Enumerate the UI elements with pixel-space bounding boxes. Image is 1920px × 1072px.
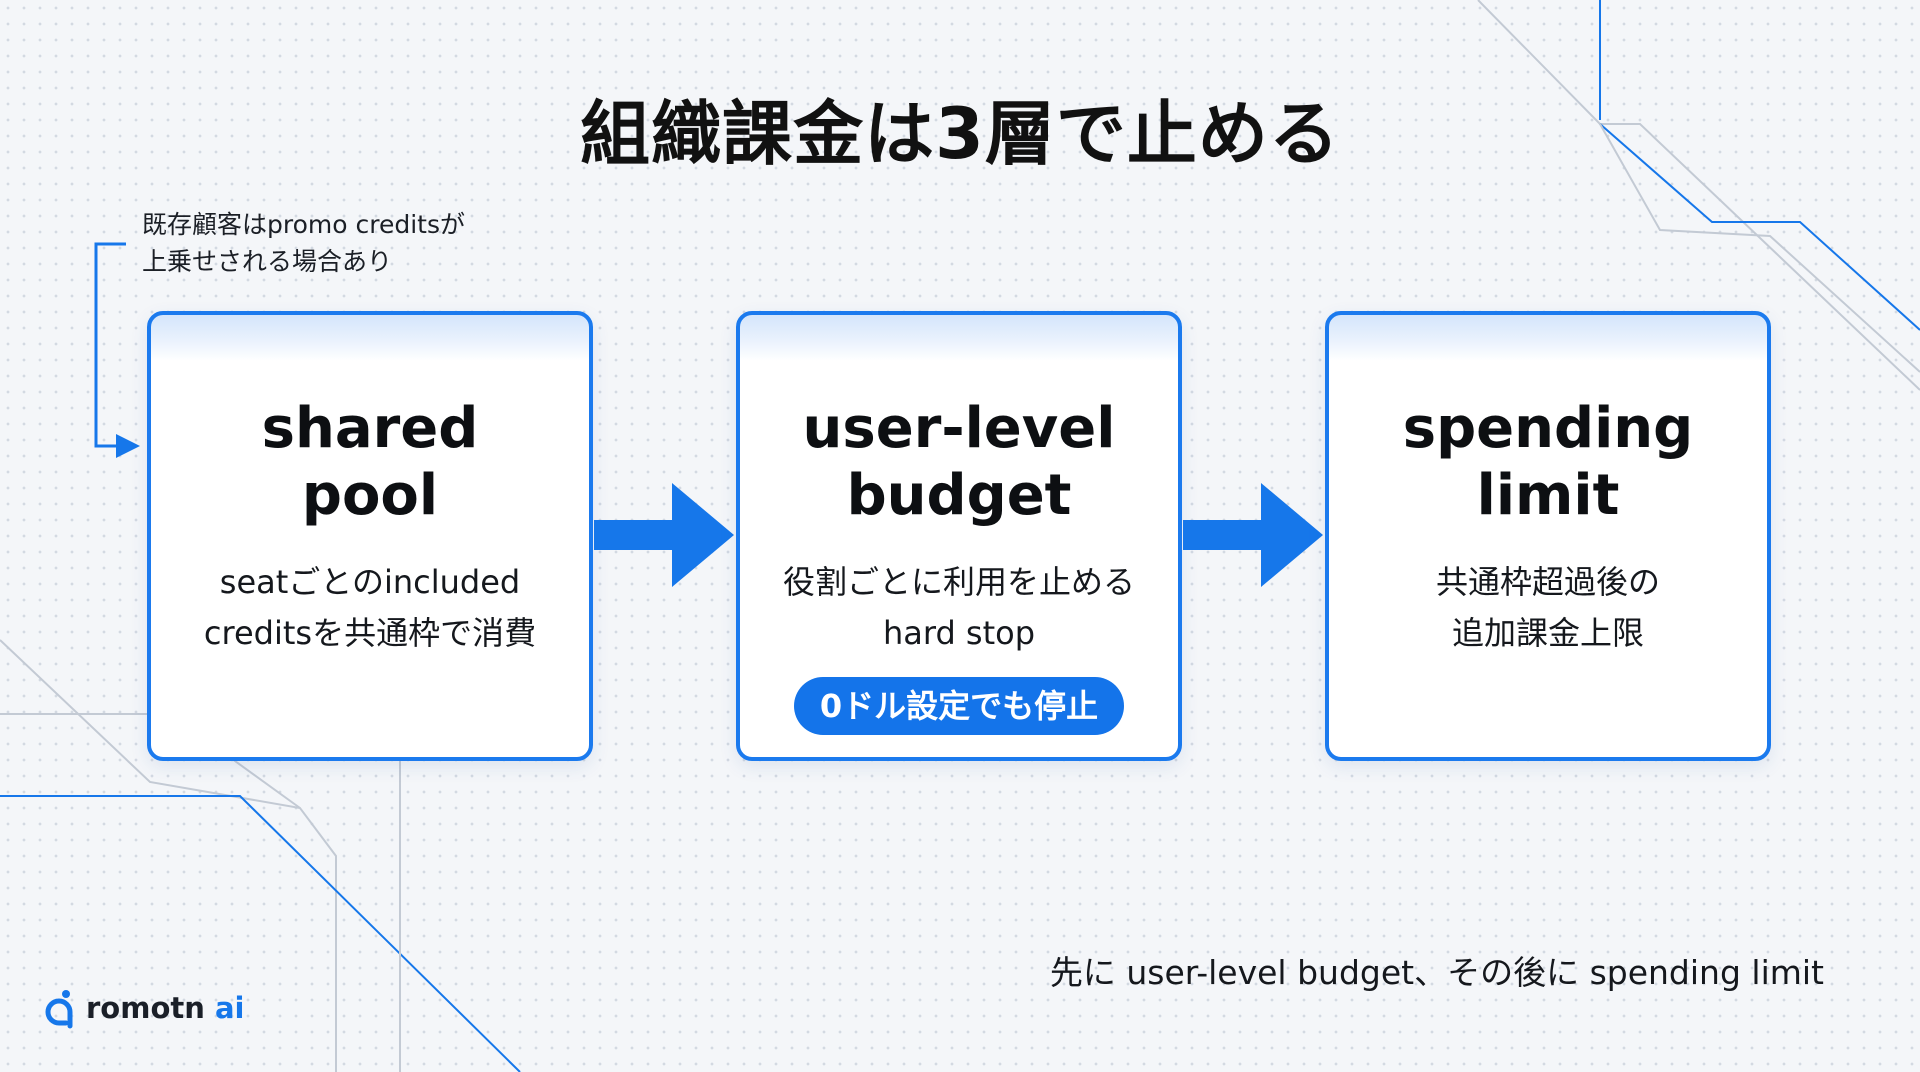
side-note: 既存顧客はpromo creditsが 上乗せされる場合あり <box>142 206 465 280</box>
brand-logo: romotn ai <box>42 986 245 1030</box>
side-note-line: 既存顧客はpromo creditsが <box>142 210 465 239</box>
card-title-line: shared <box>261 396 479 461</box>
card-description-line: creditsを共通枠で消費 <box>203 614 537 652</box>
card-description: seatごとのincluded creditsを共通枠で消費 <box>151 557 589 659</box>
card-title-line: user-level <box>802 396 1116 461</box>
note-bracket-arrow <box>94 242 140 458</box>
side-note-line: 上乗せされる場合あり <box>142 247 393 276</box>
page-title: 組織課金は3層で止める <box>580 93 1340 175</box>
card-title: spending limit <box>1329 395 1767 529</box>
card-description-line: hard stop <box>882 614 1036 652</box>
card-description-line: 役割ごとに利用を止める <box>782 563 1135 601</box>
card-title-line: limit <box>1476 463 1620 528</box>
card-user-level-budget: user-level budget 役割ごとに利用を止める hard stop … <box>736 311 1182 761</box>
card-description: 役割ごとに利用を止める hard stop <box>740 557 1178 659</box>
logo-wordmark: romotn ai <box>86 991 245 1025</box>
card-title-line: pool <box>301 463 439 528</box>
flow-arrow-icon <box>594 483 734 587</box>
footer-note: 先に user-level budget、その後に spending limit <box>1049 953 1824 992</box>
card-description-line: seatごとのincluded <box>219 563 521 601</box>
card-description-line: 共通枠超過後の <box>1435 563 1660 601</box>
status-badge: 0ドル設定でも停止 <box>793 677 1125 735</box>
card-title-line: budget <box>846 463 1072 528</box>
logo-suffix: ai <box>214 991 245 1025</box>
card-title: shared pool <box>151 395 589 529</box>
card-description: 共通枠超過後の 追加課金上限 <box>1329 557 1767 659</box>
flow-arrow-icon <box>1183 483 1323 587</box>
card-title: user-level budget <box>740 395 1178 529</box>
card-shared-pool: shared pool seatごとのincluded creditsを共通枠で… <box>147 311 593 761</box>
card-spending-limit: spending limit 共通枠超過後の 追加課金上限 <box>1325 311 1771 761</box>
logo-name: romotn <box>86 991 205 1025</box>
card-description-line: 追加課金上限 <box>1451 614 1644 652</box>
logo-mark-icon <box>45 990 73 1029</box>
card-title-line: spending <box>1402 396 1694 461</box>
